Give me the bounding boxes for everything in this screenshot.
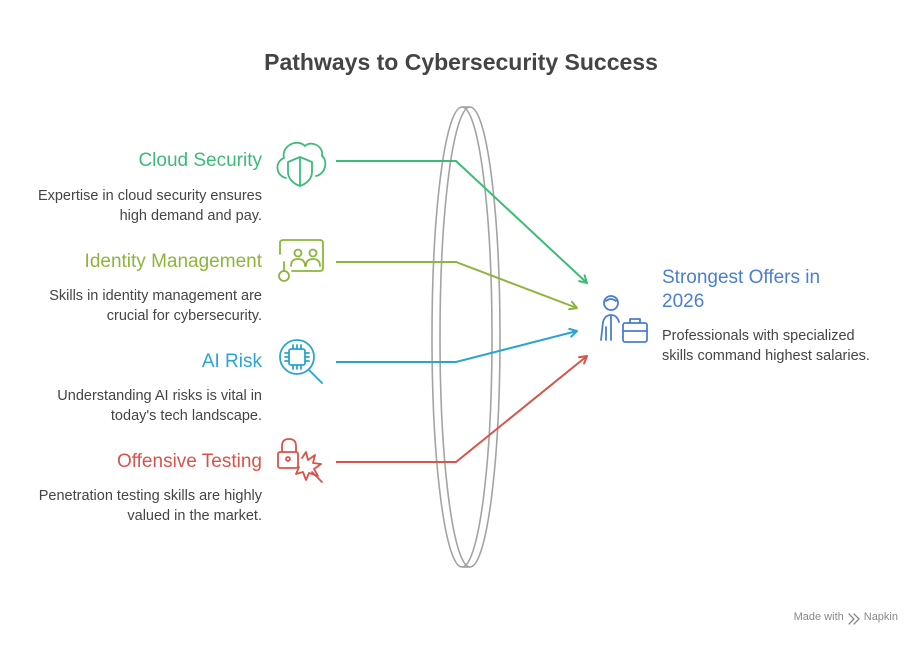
footer-attribution: Made with Napkin [794, 611, 898, 623]
item-description-offensive-testing: Penetration testing skills are highly va… [38, 488, 262, 524]
diagram-title: Pathways to Cybersecurity Success [264, 49, 658, 75]
napkin-logo-icon [848, 613, 860, 625]
connector-identity-management [336, 261, 578, 311]
id-card-icon [278, 239, 324, 282]
lens-shape [431, 106, 501, 568]
footer-brand: Napkin [863, 611, 898, 623]
connector-offensive-testing [336, 355, 588, 463]
footer-made-with: Made with [793, 611, 844, 623]
target-title: Strongest Offers in 2026 [662, 267, 821, 312]
item-title-identity-management: Identity Management [84, 251, 262, 272]
professional-briefcase-icon [600, 295, 648, 343]
item-title-offensive-testing: Offensive Testing [116, 451, 262, 472]
chip-search-icon [279, 339, 323, 384]
connector-cloud-security [336, 160, 588, 284]
lock-break-icon [277, 438, 323, 483]
cloud-shield-icon [276, 141, 327, 187]
item-description-identity-management: Skills in identity management are crucia… [49, 288, 262, 324]
item-title-ai-risk: AI Risk [201, 351, 262, 372]
connector-ai-risk [336, 327, 578, 363]
target-description: Professionals with specialized skills co… [662, 328, 870, 364]
item-description-cloud-security: Expertise in cloud security ensures high… [37, 188, 262, 224]
item-title-cloud-security: Cloud Security [138, 150, 262, 171]
item-description-ai-risk: Understanding AI risks is vital in today… [57, 388, 262, 424]
